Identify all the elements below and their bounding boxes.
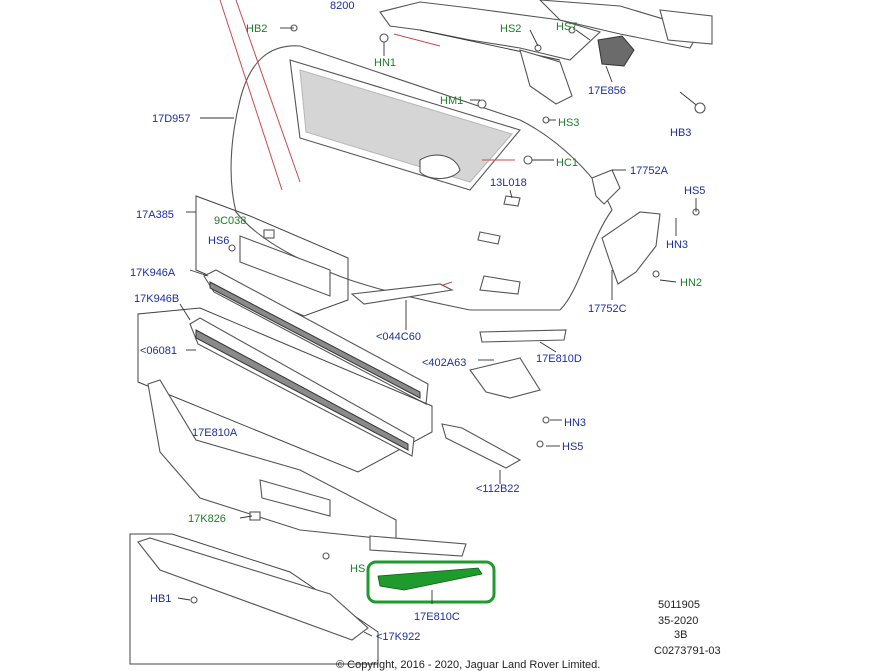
callout-17e810d: 17E810D xyxy=(536,353,582,365)
callout-hs-partial: HS xyxy=(350,563,365,575)
leader-lines xyxy=(177,27,697,637)
callout-hc1: HC1 xyxy=(556,157,578,169)
callout-112b22: <112B22 xyxy=(476,483,520,495)
upper-crossmember xyxy=(379,0,713,105)
callout-17e810a: 17E810A xyxy=(192,427,238,439)
callout-hb3: HB3 xyxy=(670,127,691,139)
trim-044c60 xyxy=(350,283,454,305)
undertray-17k922 xyxy=(129,533,379,665)
lower-grille-17k946a xyxy=(203,269,429,405)
copyright: © Copyright, 2016 - 2020, Jaguar Land Ro… xyxy=(336,659,600,671)
callout-hn2: HN2 xyxy=(680,277,702,289)
trim-17e810d xyxy=(479,329,567,343)
sensor-13l018 xyxy=(503,195,521,207)
callout-17752a: 17752A xyxy=(630,165,669,177)
bolt-hb3 xyxy=(679,91,706,114)
callout-hs6: HS6 xyxy=(208,235,229,247)
bumper-cover xyxy=(230,45,613,311)
callout-hn3-top: HN3 xyxy=(666,239,688,251)
callout-17e810c: 17E810C xyxy=(414,611,460,623)
footer-code-4: C0273791-03 xyxy=(654,645,721,657)
callout-9c038: 9C038 xyxy=(214,215,246,227)
callout-402a63: <402A63 xyxy=(422,357,466,369)
callout-13l018: 13L018 xyxy=(490,177,527,189)
footer-code-2: 35-2020 xyxy=(658,615,698,627)
splash-shield-17e810a xyxy=(147,379,467,557)
bracket-402a63 xyxy=(469,357,541,399)
callout-hm1: HM1 xyxy=(440,95,463,107)
vent-17e856 xyxy=(597,35,635,67)
callout-17a385: 17A385 xyxy=(136,209,174,221)
callout-hs2: HS2 xyxy=(500,23,521,35)
callout-044c60: <044C60 xyxy=(376,331,421,343)
callout-hs5-mid: HS5 xyxy=(562,441,583,453)
footer-code-1: 5011905 xyxy=(658,599,700,611)
callout-17k946a: 17K946A xyxy=(130,267,176,279)
callout-hs7: HS7 xyxy=(556,21,577,33)
callout-17k922: <17K922 xyxy=(376,631,420,643)
callout-8200: 8200 xyxy=(330,0,354,12)
callout-hb1: HB1 xyxy=(150,593,171,605)
callout-hb2: HB2 xyxy=(246,23,267,35)
number-plate-panel xyxy=(195,195,349,317)
trim-112b22 xyxy=(441,423,522,469)
callout-17k826: 17K826 xyxy=(188,513,226,525)
fasteners xyxy=(190,24,700,604)
callout-17e856: 17E856 xyxy=(588,85,626,97)
footer-code-3: 3B xyxy=(674,629,687,641)
bracket-17752c xyxy=(601,211,661,285)
callout-hs3: HS3 xyxy=(558,117,579,129)
callout-17752c: 17752C xyxy=(588,303,627,315)
lower-grille-frame xyxy=(137,307,433,473)
callout-17d957: 17D957 xyxy=(152,113,191,125)
callout-hn3-mid: HN3 xyxy=(564,417,586,429)
callout-hn1: HN1 xyxy=(374,57,396,69)
highlighted-part-17e810c xyxy=(366,560,496,604)
bracket-17752a xyxy=(591,169,621,205)
callout-17k946b: 17K946B xyxy=(134,293,179,305)
callout-hs5-top: HS5 xyxy=(684,185,705,197)
callout-06081: <06081 xyxy=(140,345,177,357)
